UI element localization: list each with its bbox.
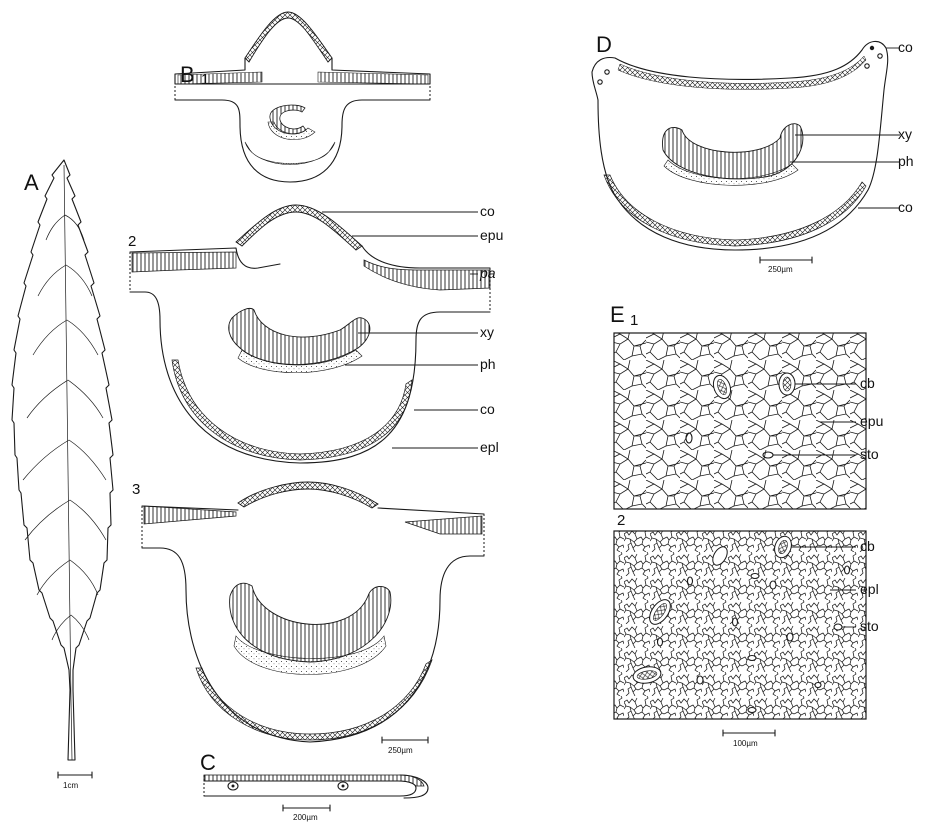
panel-b3-section: 3 250µm: [132, 481, 484, 755]
d-abaxial-collenchyma: [604, 175, 866, 246]
d-label-ph: ph: [898, 153, 914, 169]
e2-label-cb: cb: [860, 538, 875, 554]
scale-bar-b-label: 250µm: [388, 746, 413, 755]
panel-d-section: D co xy ph co 250µm: [592, 32, 914, 274]
scale-bar-a-label: 1cm: [63, 781, 78, 790]
b2-label-ph: ph: [480, 356, 496, 372]
leaf-outline: [12, 160, 113, 760]
e2-label-epl: epl: [860, 581, 879, 597]
panel-c-blade-section: C 200µm: [200, 750, 428, 822]
panel-label-b-sub3: 3: [132, 481, 140, 498]
leaf-midrib: [64, 165, 72, 760]
b2-label-epl: epl: [480, 439, 499, 455]
b2-label-co: co: [480, 203, 495, 219]
panel-label-a: A: [24, 170, 39, 195]
panel-label-b-sub2: 2: [128, 233, 136, 250]
panel-label-d: D: [596, 32, 612, 57]
panel-b2-section: 2 co epu pa xy ph co epl: [128, 203, 503, 463]
panel-label-e: E: [610, 302, 625, 327]
b3-adaxial-collenchyma: [238, 482, 378, 508]
e1-label-sto: sto: [860, 446, 879, 462]
b1-adaxial-collenchyma: [245, 12, 332, 62]
b2-label-pa: pa: [479, 265, 496, 281]
panel-e2-lower-epidermis: 2 cb: [614, 512, 879, 748]
panel-label-e-sub2: 2: [617, 512, 625, 529]
panel-b1-section: B 1: [175, 12, 430, 182]
b2-label-epu: epu: [480, 227, 503, 243]
panel-a-leaf: A 1cm: [12, 160, 113, 790]
b2-label-co2: co: [480, 401, 495, 417]
panel-label-e-sub1: 1: [630, 312, 638, 329]
scale-bar-c-label: 200µm: [293, 813, 318, 822]
panel-e1-upper-epidermis: E 1 cb epu sto: [610, 302, 883, 509]
panel-label-c: C: [200, 750, 216, 775]
e1-label-epu: epu: [860, 413, 883, 429]
d-label-co-top: co: [898, 39, 913, 55]
e2-label-sto: sto: [860, 618, 879, 634]
d-label-co-bottom: co: [898, 199, 913, 215]
scale-bar-e-label: 100µm: [733, 739, 758, 748]
d-label-xy: xy: [898, 126, 912, 142]
e1-label-cb: cb: [860, 375, 875, 391]
scale-bar-d-label: 250µm: [768, 265, 793, 274]
b2-label-xy: xy: [480, 324, 494, 340]
